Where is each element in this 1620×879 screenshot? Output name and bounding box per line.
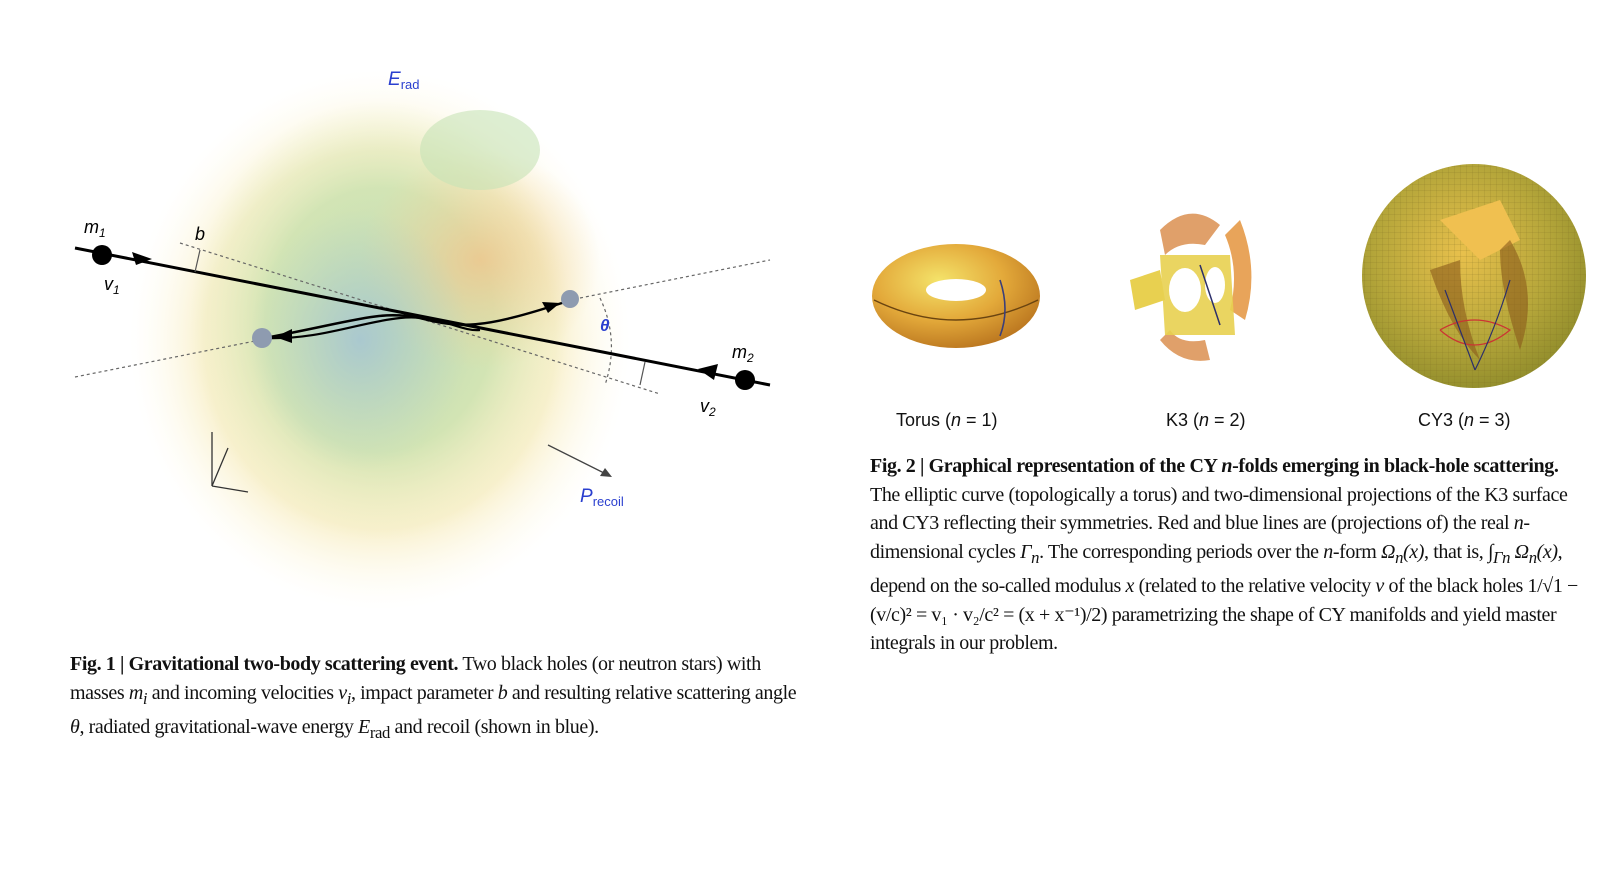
caption-math: m	[128, 681, 143, 704]
caption-math: E	[358, 716, 370, 738]
scattering-illustration: m1 v1 b m2 v2 θ Erad Precoil	[74, 69, 771, 610]
caption-math: v	[338, 681, 347, 704]
caption-math: i	[142, 688, 148, 708]
caption-math: n	[1513, 512, 1524, 534]
caption-text: Two black holes (or neutron stars) with …	[70, 653, 761, 704]
body-m2	[735, 370, 755, 390]
gravitational-wave-cloud	[130, 70, 630, 610]
figure-1-caption: Fig. 1 | Gravitational two-body scatteri…	[70, 650, 800, 748]
label-p-recoil: Precoil	[580, 486, 624, 509]
label-v1: v1	[104, 274, 120, 297]
caption-text: -form	[1332, 540, 1382, 563]
caption-text: . The corresponding periods over the	[1039, 540, 1324, 563]
caption-text: , impact parameter	[350, 681, 498, 704]
caption-text: The elliptic curve (topologically a toru…	[870, 483, 1568, 535]
caption-math: b	[497, 681, 508, 704]
impact-parameter-arrows	[194, 249, 646, 386]
caption-text: , radiated gravitational-wave energy	[79, 716, 359, 738]
fig1-title: Gravitational two-body scattering event.	[128, 653, 459, 675]
caption-math: θ	[70, 716, 80, 738]
final-body-left	[252, 328, 272, 348]
label-m2: m2	[732, 342, 754, 365]
torus-illustration	[872, 244, 1040, 348]
label-theta: θ	[600, 316, 610, 335]
label-v2: v2	[700, 396, 716, 419]
recoil-arrow-icon	[547, 444, 609, 476]
cy-manifold-illustrations	[872, 164, 1586, 388]
panel-label-cy3: CY3 (n = 3)	[1418, 410, 1511, 430]
final-body-right	[561, 290, 579, 308]
guide-lines	[74, 242, 771, 395]
figure-2-panels	[860, 160, 1600, 390]
caption-text: of the black holes 1/√1 − (v/c)² = v₁ · …	[870, 575, 1578, 654]
caption-text: , depend on the so-called modulus	[870, 540, 1563, 598]
label-e-rad: Erad	[388, 69, 419, 92]
body-m1	[92, 245, 112, 265]
caption-math: Ω	[1381, 540, 1396, 563]
panel-label-torus: Torus (n = 1)	[896, 410, 998, 430]
figure-1-scattering-diagram: m1 v1 b m2 v2 θ Erad Precoil	[60, 40, 820, 620]
label-m1: m1	[84, 217, 106, 240]
caption-text: , that is, ∫	[1424, 540, 1494, 563]
caption-math: n	[1323, 540, 1333, 563]
caption-text: (related to the relative velocity	[1133, 575, 1376, 597]
caption-text: -dimensional cycles	[870, 512, 1530, 563]
figure-2-caption: Fig. 2 | Graphical representation of the…	[870, 455, 1578, 654]
fig2-title: Graphical representation of the CY n-fol…	[928, 455, 1559, 477]
caption-math: i	[346, 688, 352, 708]
trajectory	[74, 246, 771, 387]
cy3-illustration	[1362, 164, 1586, 388]
axes-icon	[211, 432, 249, 493]
caption-math: rad	[369, 723, 390, 742]
caption-math: Γ	[1020, 540, 1032, 563]
fig1-number: Fig. 1 |	[70, 653, 129, 675]
label-b: b	[195, 224, 205, 244]
caption-text: and recoil (shown in blue).	[389, 716, 600, 738]
fig2-number: Fig. 2 |	[870, 455, 929, 477]
caption-text: and incoming velocities	[147, 681, 339, 704]
k3-surface-illustration	[1130, 213, 1252, 361]
panel-label-k3: K3 (n = 2)	[1166, 410, 1246, 430]
caption-text: and resulting relative scattering angle	[507, 681, 797, 704]
